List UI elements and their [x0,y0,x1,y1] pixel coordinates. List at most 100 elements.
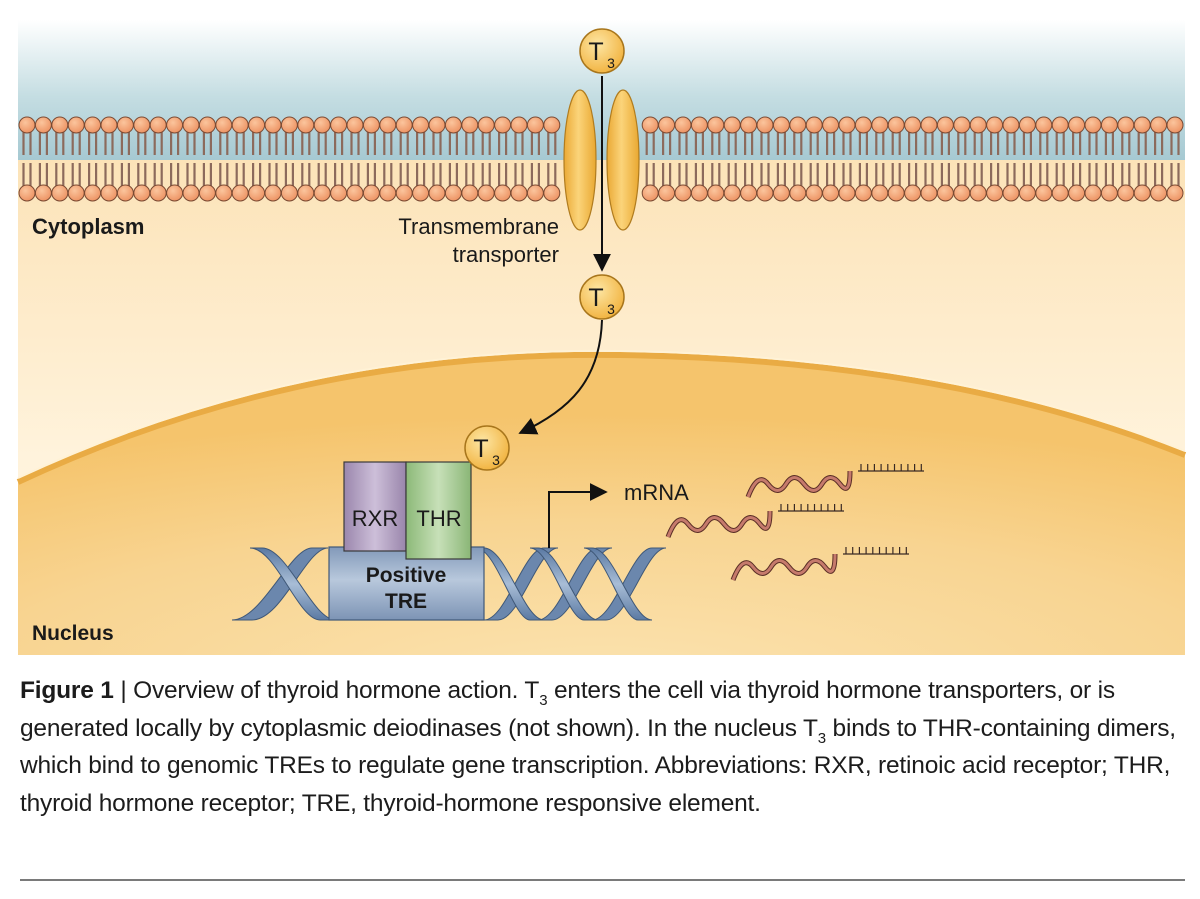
lipid-head [723,116,741,134]
lipid-head [494,184,512,202]
lipid-head [116,184,134,202]
lipid-head [215,184,233,202]
lipid-head [18,116,36,134]
transcription-start-arrow [548,483,608,548]
lipid-head [723,184,741,202]
lipid-head [674,116,692,134]
lipid-head [1117,184,1135,202]
lipid-head [297,116,315,134]
lipid-head [1150,116,1168,134]
lipid-head [313,184,331,202]
lipid-head [526,184,544,202]
lipid-head [51,184,69,202]
lipid-head [362,184,380,202]
lipid-head [690,184,708,202]
lipid-head [248,184,266,202]
lipid-head [84,116,102,134]
lipid-head [395,184,413,202]
lipid-head [1166,184,1184,202]
lipid-head [953,184,971,202]
dna-strand [537,547,613,621]
lipid-head [740,184,758,202]
lipid-head [1002,184,1020,202]
positive-tre: Positive TRE [328,546,485,621]
tre-label-line1: Positive [366,564,447,587]
lipid-head [756,184,774,202]
lipid-head [100,116,118,134]
dna-strand [529,547,599,621]
lipid-head [412,116,430,134]
lipid-head [18,184,36,202]
lipid-head [1133,116,1151,134]
lipid-head [198,184,216,202]
lipid-head [346,184,364,202]
t3-symbol: T [588,284,603,312]
lipid-head [182,184,200,202]
thyroid-hormone-diagram: T 3 T 3 Positive TRE RXR THR T 3 mRNA [16,20,1187,655]
lipid-head [953,116,971,134]
lipid-head [904,116,922,134]
lipid-head [477,184,495,202]
lipid-head [346,116,364,134]
lipid-head [1035,116,1053,134]
mrna-strand [746,470,852,498]
lipid-head [756,116,774,134]
lipid-head [822,184,840,202]
dna-helix-right [475,547,667,621]
nucleus-label: Nucleus [32,622,114,645]
lipid-head [330,116,348,134]
lipid-head [969,184,987,202]
lipid-head [166,184,184,202]
dna-strand [591,547,667,621]
t3-symbol: T [473,435,488,463]
dna-helix-left [231,547,337,621]
lipid-head [854,116,872,134]
lipid-head [1117,116,1135,134]
dna-strand [475,547,545,621]
lipid-head [641,116,659,134]
thr-label: THR [416,506,461,531]
tre-label-line2: TRE [385,590,427,613]
t3-hormone-extracellular: T 3 [579,28,625,74]
lipid-head [838,116,856,134]
lipid-head [920,116,938,134]
lipid-head [1051,184,1069,202]
lipid-head [1150,184,1168,202]
lipid-head [805,184,823,202]
mrna-transcripts [665,464,924,581]
lipid-head [330,184,348,202]
lipid-head [1068,184,1086,202]
lipid-head [1166,116,1184,134]
lipid-head [871,116,889,134]
t3-hormone-bound: T 3 [464,425,510,471]
mrna-strand [666,510,772,538]
t3-subscript: 3 [492,452,500,468]
lipid-head [412,184,430,202]
lipid-head [772,184,790,202]
lipid-head [494,116,512,134]
lipid-head [395,116,413,134]
lipid-head [707,116,725,134]
lipid-head [149,184,167,202]
nuclear-entry-arrow [518,319,603,435]
lipid-head [1084,184,1102,202]
caption-text-2: enters the cell via thyroid hormone tran… [20,677,1115,742]
lipid-head [444,116,462,134]
lipid-head [789,184,807,202]
lipid-head [231,116,249,134]
lipid-head [986,116,1004,134]
lipid-head [133,184,151,202]
lipid-head [34,184,52,202]
lipid-head [1084,116,1102,134]
lipid-head [854,184,872,202]
lipid-head [461,184,479,202]
lipid-head [543,184,561,202]
thr-receptor: THR [405,461,472,560]
caption-subscript-2: 3 [817,729,826,747]
lipid-head [264,116,282,134]
lipid-head [116,116,134,134]
lipid-head [182,116,200,134]
caption-text-3: binds to THR-containing dimers, which bi… [20,714,1176,817]
lipid-head [887,184,905,202]
lipid-head [362,116,380,134]
